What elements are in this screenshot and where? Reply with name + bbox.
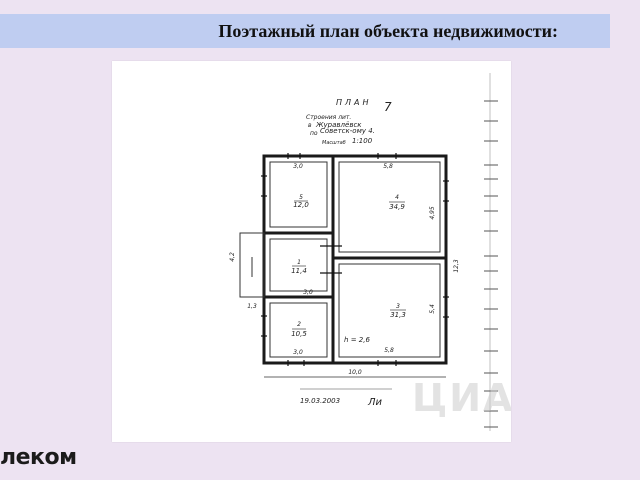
room-5-number: 5 xyxy=(299,194,303,201)
plan-inner-lines xyxy=(269,161,441,358)
ruler-marks xyxy=(484,73,498,431)
dim-bottom-left: 3,0 xyxy=(293,349,303,356)
dim-right-lower: 5,4 xyxy=(429,304,436,314)
watermark: ЦИАН xyxy=(412,376,511,420)
dim-bottom-total: 10,0 xyxy=(348,369,362,376)
header-band: Поэтажный план объекта недвижимости: xyxy=(0,14,610,48)
room-2-number: 2 xyxy=(297,321,301,328)
plan-street: Советск-ому 4. xyxy=(320,127,375,135)
room-5-area: 12,0 xyxy=(293,201,309,209)
plan-heading-mark: 7 xyxy=(384,100,392,114)
window-marks xyxy=(261,153,449,366)
dim-bottom-right: 5,8 xyxy=(384,347,394,354)
brand-logo: леком xyxy=(0,445,77,470)
porch xyxy=(239,232,265,298)
dim-top-left: 3,0 xyxy=(293,163,303,170)
dim-right-upper: 4,95 xyxy=(429,206,436,220)
page-title: Поэтажный план объекта недвижимости: xyxy=(218,20,558,41)
room-4-area: 34,9 xyxy=(389,203,405,211)
room-3-area: 31,3 xyxy=(390,311,406,319)
plan-settlement: Журавлёвск xyxy=(315,121,362,129)
room-1-number: 1 xyxy=(297,259,301,266)
dim-top-right: 5,8 xyxy=(383,163,393,170)
room-4-number: 4 xyxy=(395,194,399,201)
floor-plan-sheet: ПЛАН 7 Строения лит. в Журавлёвск по Сов… xyxy=(112,61,511,442)
plan-scale-label: Масштаб xyxy=(322,140,346,146)
room-2-area: 10,5 xyxy=(291,330,307,338)
plan-heading: ПЛАН xyxy=(336,98,372,107)
plan-signature: Ли xyxy=(367,397,383,408)
dim-right-total: 12,3 xyxy=(453,259,460,273)
plan-scale-value: 1:100 xyxy=(352,137,373,145)
plan-subtitle-2: в xyxy=(308,122,312,129)
plan-walls xyxy=(262,154,448,365)
plan-subtitle-3: по xyxy=(310,130,318,137)
plan-subtitle-1: Строения лит. xyxy=(306,114,351,121)
room-3-number: 3 xyxy=(396,303,400,310)
dim-inner-mid: 3,0 xyxy=(303,289,313,296)
plan-date: 19.03.2003 xyxy=(300,397,340,405)
dim-left-porch: 4,2 xyxy=(229,252,236,262)
dim-left-low: 1,3 xyxy=(247,303,257,310)
height-mark: h = 2,6 xyxy=(344,336,370,344)
floor-plan-drawing: ПЛАН 7 Строения лит. в Журавлёвск по Сов… xyxy=(229,73,511,431)
room-1-area: 11,4 xyxy=(291,267,307,275)
